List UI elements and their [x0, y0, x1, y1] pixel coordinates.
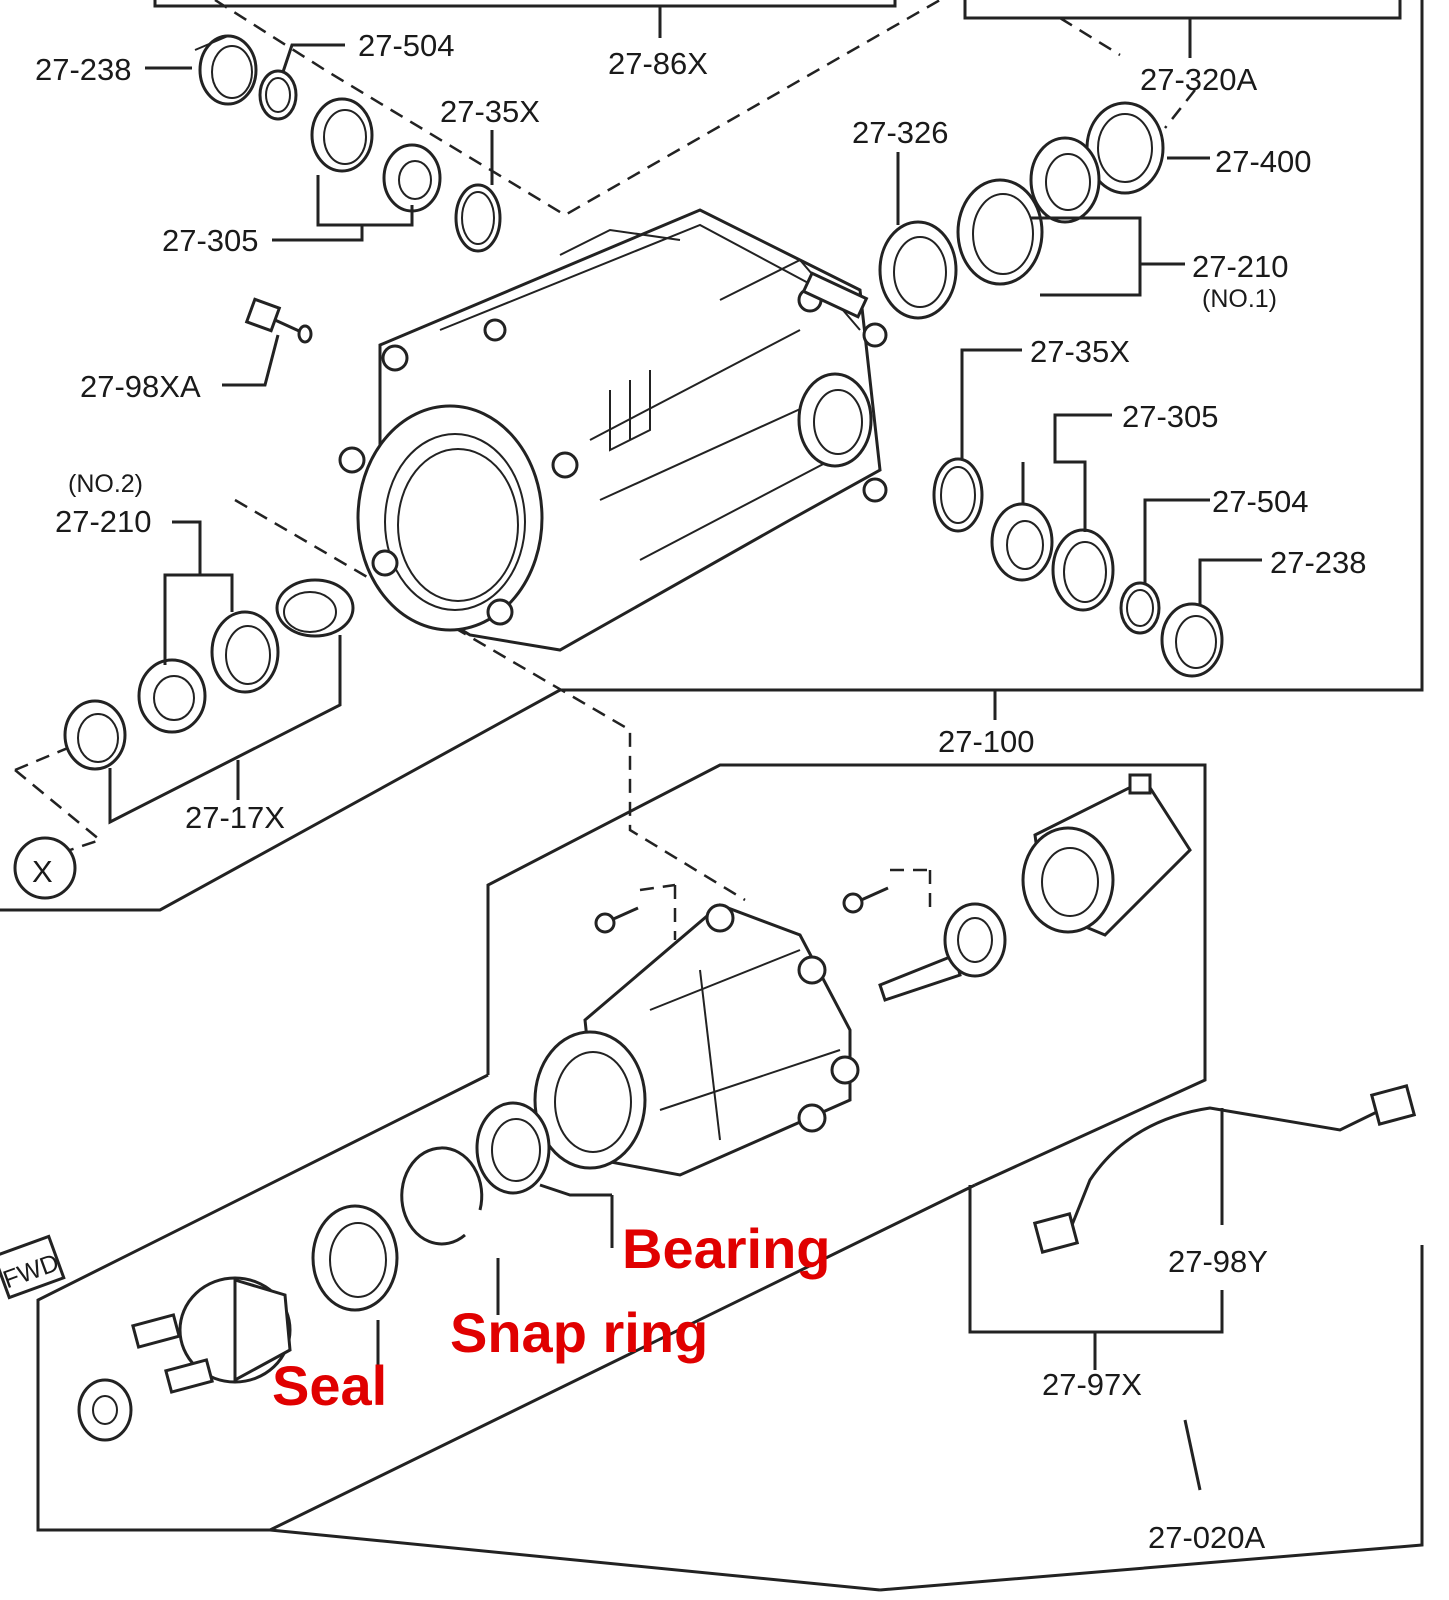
- label-27-86x: 27-86X: [608, 46, 708, 81]
- label-27-238-top: 27-238: [35, 52, 132, 87]
- snap-ring-part: [400, 1146, 484, 1246]
- companion-flange-shaft: [878, 902, 1007, 1002]
- screw-left: [594, 906, 639, 934]
- label-no1: (NO.1): [1202, 285, 1277, 313]
- bearing-27-305-top: [310, 97, 442, 213]
- wiring-harness-27-98y: [1032, 1084, 1417, 1254]
- fwd-direction-marker: [0, 1234, 66, 1300]
- label-27-504-top: 27-504: [358, 28, 455, 63]
- label-27-400: 27-400: [1215, 144, 1312, 179]
- label-27-100: 27-100: [938, 724, 1035, 759]
- label-27-320a: 27-320A: [1140, 62, 1258, 97]
- shim-27-35x-right: [932, 457, 984, 533]
- red-annotations: Bearing Snap ring Seal: [272, 1217, 831, 1417]
- pinion-housing: [533, 903, 860, 1177]
- sensor-27-98xa: [244, 297, 313, 344]
- seal-27-238-right: [1160, 602, 1224, 678]
- label-27-210-no2: 27-210: [55, 504, 152, 539]
- lock-nut: [77, 1378, 133, 1442]
- bearing-27-210-no2: [137, 610, 280, 734]
- coupling-flange: [131, 1276, 292, 1394]
- bearing-27-210-no1: [956, 136, 1101, 286]
- seal-27-326: [878, 220, 958, 320]
- lower-assembly-frame: [36, 763, 1424, 1592]
- label-27-305-top: 27-305: [162, 223, 259, 258]
- label-27-305-right: 27-305: [1122, 399, 1219, 434]
- seal-27-17x: [63, 699, 127, 771]
- annotation-seal: Seal: [272, 1354, 387, 1417]
- label-x: X: [32, 854, 53, 889]
- annotation-snap-ring: Snap ring: [450, 1301, 708, 1364]
- differential-carrier-housing: [338, 208, 888, 652]
- shim-27-35x-top: [454, 183, 502, 253]
- snap-ring-27-504-top: [258, 69, 298, 121]
- part-number-labels: 27-238 27-504 27-86X 27-320A 27-35X 27-3…: [0, 28, 1367, 1555]
- label-27-17x: 27-17X: [185, 800, 285, 835]
- label-27-210-no1: 27-210: [1192, 249, 1289, 284]
- leader-lines: [108, 43, 1262, 1370]
- label-27-326: 27-326: [852, 115, 949, 150]
- label-27-97x: 27-97X: [1042, 1367, 1142, 1402]
- annotation-bearing: Bearing: [622, 1217, 831, 1280]
- label-27-35x-right: 27-35X: [1030, 334, 1130, 369]
- circle-x-marker: [13, 836, 77, 900]
- shaft-27-17x: [275, 578, 355, 638]
- label-27-98y: 27-98Y: [1168, 1244, 1268, 1279]
- label-27-020a: 27-020A: [1148, 1520, 1266, 1555]
- label-27-35x-top: 27-35X: [440, 94, 540, 129]
- seal-27-238-top: [194, 34, 258, 106]
- label-27-504-right: 27-504: [1212, 484, 1309, 519]
- bearing-part: [475, 1101, 551, 1195]
- dashed-construction-lines: [14, 0, 1196, 940]
- bearing-27-305-right: [990, 502, 1115, 612]
- snap-ring-27-504-right: [1119, 581, 1161, 635]
- seal-part: [311, 1204, 399, 1312]
- electronic-coupling-unit: [1021, 773, 1192, 937]
- label-no2: (NO.2): [68, 470, 143, 498]
- label-27-238-right: 27-238: [1270, 545, 1367, 580]
- screw-right: [842, 886, 889, 914]
- label-27-98xa: 27-98XA: [80, 369, 201, 404]
